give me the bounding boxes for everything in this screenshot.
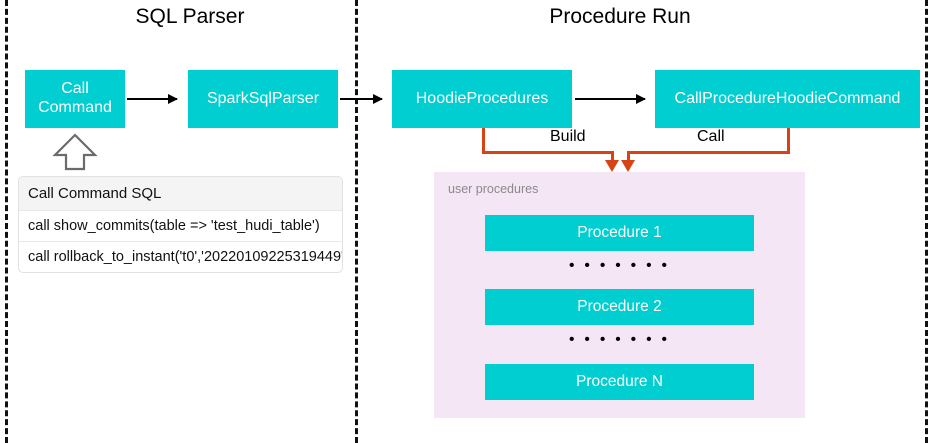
block-up-arrow-icon: [52, 133, 98, 171]
build-connector-horizontal: [482, 151, 614, 154]
node-call-procedure-hoodie-command: CallProcedureHoodieCommand: [655, 70, 920, 128]
build-connector-vertical-start: [482, 128, 485, 154]
procedure-box: Procedure N: [485, 364, 754, 400]
section-title-procedure-run: Procedure Run: [549, 5, 691, 28]
node-spark-sql-parser: SparkSqlParser: [188, 70, 338, 128]
section-divider-middle: [355, 0, 358, 443]
user-procedures-caption: user procedures: [448, 182, 539, 196]
arrow-spark-sql-parser-to-hoodie-procedures: [340, 94, 383, 104]
section-divider-right: [925, 0, 928, 443]
section-title-sql-parser: SQL Parser: [135, 5, 245, 28]
sql-table-header: Call Command SQL: [19, 177, 342, 210]
node-call-command-line2: Command: [38, 99, 112, 116]
build-connector-vertical-end: [611, 151, 614, 163]
procedure-box-label: Procedure 1: [577, 224, 662, 241]
node-call-command-line1: Call: [61, 80, 89, 98]
arrow-call-command-to-spark-sql-parser: [127, 94, 178, 104]
sql-table-row: call rollback_to_instant('t0','202201092…: [19, 241, 342, 272]
arrow-hoodie-procedures-to-call-procedure-hoodie-command: [575, 94, 646, 104]
sql-table-row: call show_commits(table => 'test_hudi_ta…: [19, 210, 342, 241]
call-connector-vertical-end: [627, 151, 630, 163]
procedure-box: Procedure 1: [485, 215, 754, 251]
call-command-sql-table: Call Command SQL call show_commits(table…: [18, 176, 343, 273]
user-procedures-panel: user procedures Procedure 1 • • • • • • …: [434, 172, 805, 418]
call-connector-vertical-start: [787, 128, 790, 154]
node-call-command: Call Command: [25, 70, 125, 128]
node-spark-sql-parser-label: SparkSqlParser: [206, 89, 320, 107]
edge-label-build: Build: [545, 128, 591, 146]
procedure-box: Procedure 2: [485, 289, 754, 325]
build-connector-arrowhead: [605, 160, 619, 172]
call-connector-arrowhead: [621, 160, 635, 172]
node-call-procedure-hoodie-command-label: CallProcedureHoodieCommand: [674, 89, 901, 107]
procedure-box-label: Procedure 2: [577, 298, 662, 315]
node-call-command-label: Call Command: [38, 80, 112, 118]
procedure-box-label: Procedure N: [575, 373, 663, 390]
edge-label-call: Call: [692, 128, 730, 146]
node-hoodie-procedures-label: HoodieProcedures: [415, 89, 549, 107]
procedure-ellipsis: • • • • • • •: [569, 257, 670, 274]
call-connector-horizontal: [627, 151, 790, 154]
procedure-ellipsis: • • • • • • •: [569, 331, 670, 348]
section-divider-left: [5, 0, 8, 443]
node-hoodie-procedures: HoodieProcedures: [392, 70, 572, 128]
